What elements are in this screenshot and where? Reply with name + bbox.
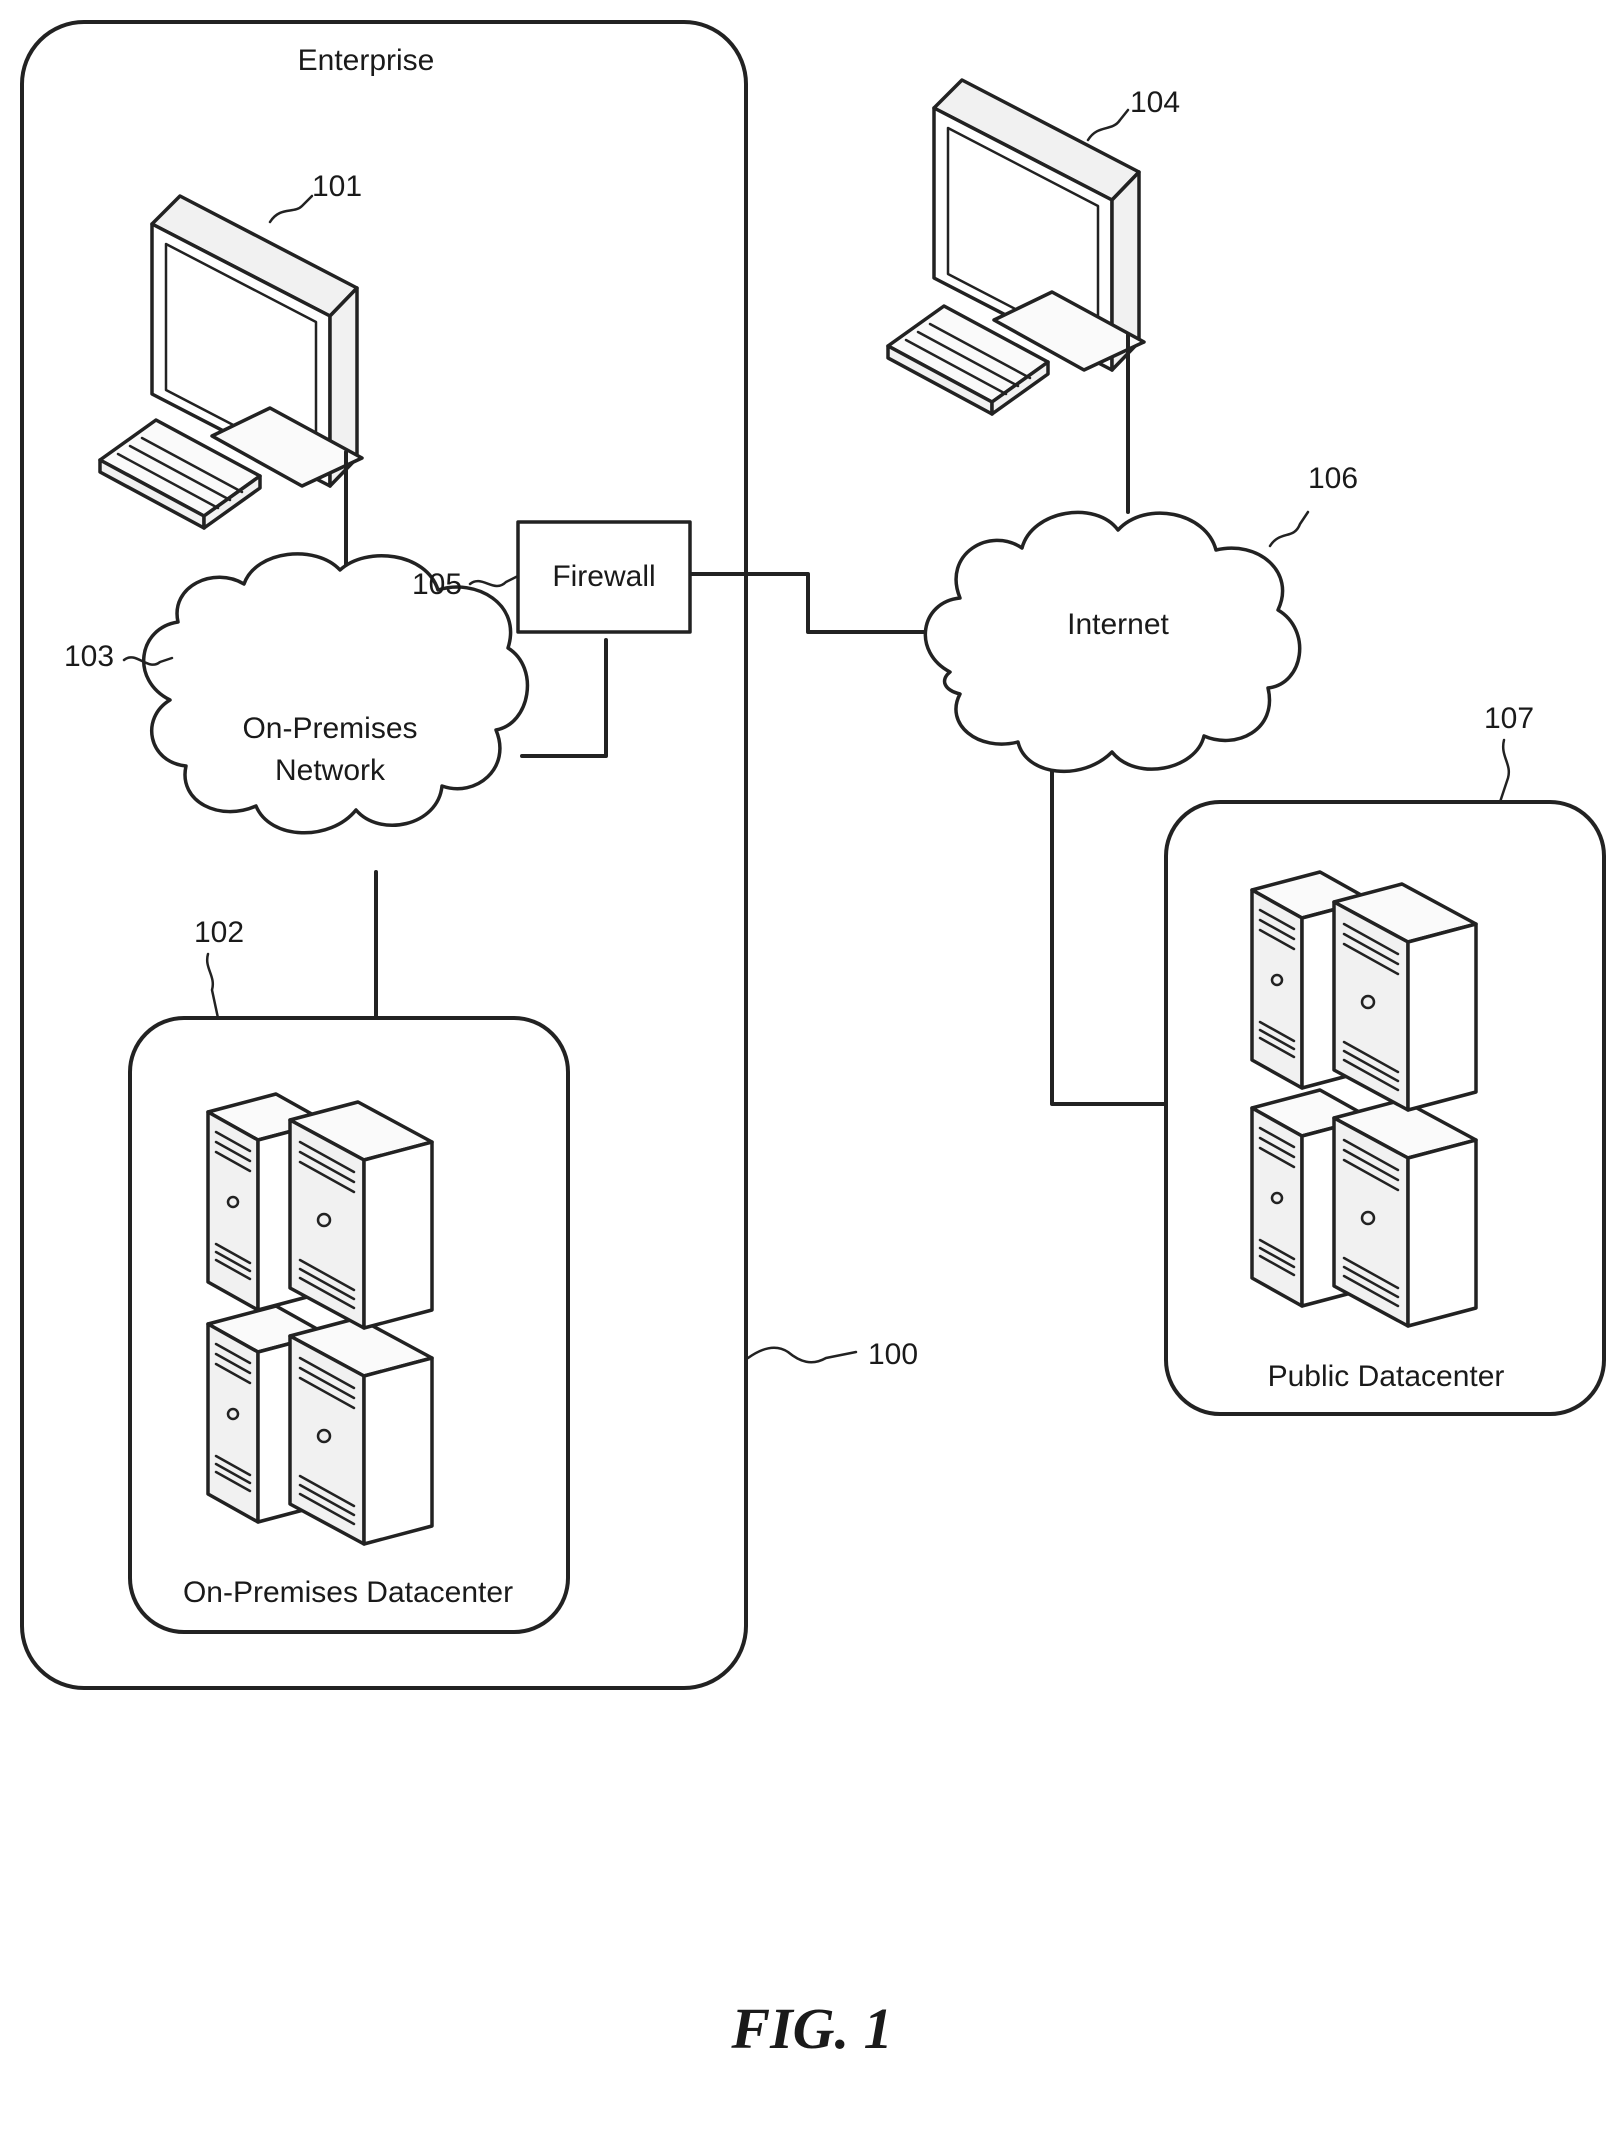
ref-102: 102 xyxy=(194,916,244,949)
figure-caption: FIG. 1 xyxy=(730,1996,892,2061)
internet-label: Internet xyxy=(1067,608,1169,641)
computer-104-icon xyxy=(888,80,1144,414)
public-datacenter-label: Public Datacenter xyxy=(1268,1360,1505,1393)
ref-102-leader xyxy=(207,954,218,1018)
ref-100-leader xyxy=(748,1348,856,1363)
ref-106-leader xyxy=(1270,512,1308,546)
on-premises-network-label-1: On-Premises xyxy=(242,712,417,745)
computer-101-icon xyxy=(100,196,362,528)
ref-103: 103 xyxy=(64,640,114,673)
ref-104-leader xyxy=(1088,110,1128,140)
ref-100: 100 xyxy=(868,1338,918,1371)
ref-101: 101 xyxy=(312,170,362,203)
on-premises-network-cloud xyxy=(144,554,528,833)
ref-105: 105 xyxy=(412,568,462,601)
on-premises-datacenter-label: On-Premises Datacenter xyxy=(183,1576,513,1609)
ref-104: 104 xyxy=(1130,86,1180,119)
ref-106: 106 xyxy=(1308,462,1358,495)
ref-107: 107 xyxy=(1484,702,1534,735)
ref-101-leader xyxy=(270,196,312,222)
internet-cloud xyxy=(925,512,1299,771)
on-premises-network-label-2: Network xyxy=(275,754,386,787)
on-premises-server-rack-icon xyxy=(208,1094,432,1544)
ref-107-leader xyxy=(1500,740,1509,802)
public-server-rack-icon xyxy=(1252,872,1476,1326)
ref-105-leader xyxy=(470,576,518,586)
enterprise-label: Enterprise xyxy=(298,44,435,77)
firewall-label: Firewall xyxy=(552,560,655,593)
